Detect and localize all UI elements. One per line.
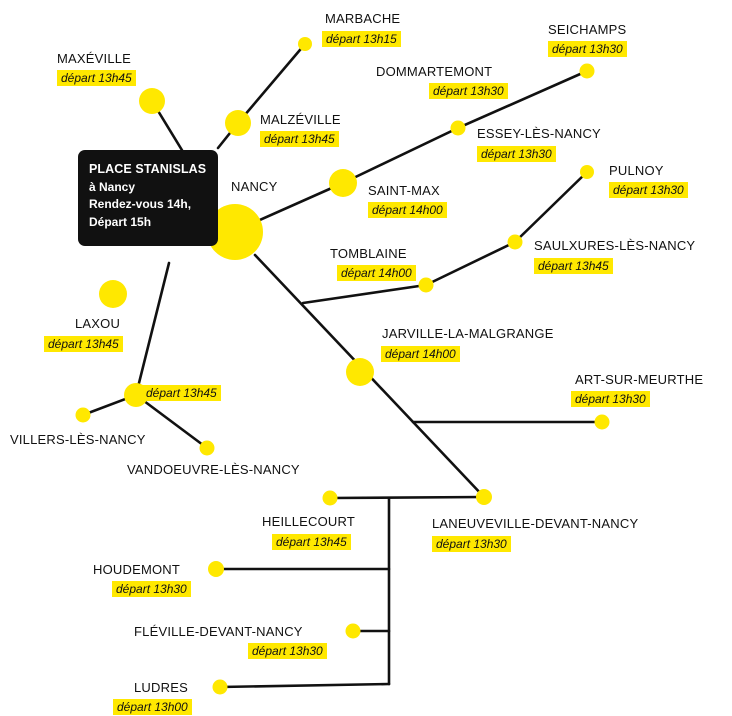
town-name-heillecourt: HEILLECOURT [262,514,355,529]
depart-badge-seichamps: départ 13h30 [548,41,627,57]
node-villers [75,407,91,423]
callout-meeting-time: Rendez-vous 14h, [89,197,192,211]
depart-badge-fleville: départ 13h30 [248,643,327,659]
depart-badge-laneuveville: départ 13h30 [432,536,511,552]
route-pulnoy [513,170,589,244]
depart-badge-art-sur-meurthe: départ 13h30 [571,391,650,407]
place-stanislas-callout: PLACE STANISLAS à Nancy Rendez-vous 14h,… [78,150,218,246]
node-laneuveville [476,489,492,505]
depart-badge-tomblaine: départ 14h00 [337,265,416,281]
town-name-saint-max: SAINT-MAX [368,183,440,198]
depart-badge-houdemont: départ 13h30 [112,581,191,597]
depart-badge-vandoeuvre-hub: départ 13h45 [142,385,221,401]
town-name-art-sur-meurthe: ART-SUR-MEURTHE [575,372,704,387]
town-name-houdemont: HOUDEMONT [93,562,181,577]
depart-badge-ludres: départ 13h00 [113,699,192,715]
node-fleville [345,623,361,639]
route-lines [81,42,604,689]
town-name-tomblaine: TOMBLAINE [330,246,407,261]
depart-badge-maxeville: départ 13h45 [57,70,136,86]
callout-city: à Nancy [89,179,136,194]
depart-badge-jarville: départ 14h00 [381,346,460,362]
route-vandoeuvre-branch [134,393,209,450]
node-art-sur-meurthe [594,414,610,430]
node-saulxures [507,234,523,250]
town-name-nancy: NANCY [231,179,278,194]
depart-badge-laxou: départ 13h45 [44,336,123,352]
town-name-marbache: MARBACHE [325,11,401,26]
town-nodes [75,37,610,695]
depart-badge-essey: départ 13h30 [477,146,556,162]
town-name-essey: ESSEY-LÈS-NANCY [477,126,601,141]
node-jarville [346,358,374,386]
depart-badge-saint-max: départ 14h00 [368,202,447,218]
depart-badge-heillecourt: départ 13h45 [272,534,351,550]
route-vandoeuvre [134,261,171,397]
depart-badge-pulnoy: départ 13h30 [609,182,688,198]
node-nancy [207,204,263,260]
route-marbache [236,42,307,125]
depart-badge-saulxures: départ 13h45 [534,258,613,274]
node-heillecourt [322,490,338,506]
town-name-villers: VILLERS-LÈS-NANCY [10,432,146,447]
node-essey [450,120,466,136]
route-tomblaine [301,283,428,305]
node-vandoeuvre [199,440,215,456]
route-saulxures [424,240,517,287]
town-name-vandoeuvre: VANDOEUVRE-LÈS-NANCY [127,462,300,477]
depart-badge-dommartemont: départ 13h30 [429,83,508,99]
town-name-seichamps: SEICHAMPS [548,22,627,37]
town-name-ludres: LUDRES [134,680,188,695]
route-heillecourt [328,495,486,500]
town-name-saulxures: SAULXURES-LÈS-NANCY [534,238,696,253]
town-name-pulnoy: PULNOY [609,163,664,178]
node-houdemont [208,561,224,577]
node-seichamps [579,63,595,79]
town-name-fleville: FLÉVILLE-DEVANT-NANCY [134,624,303,639]
route-seichamps [456,69,589,130]
town-name-jarville: JARVILLE-LA-MALGRANGE [382,326,554,341]
node-ludres [212,679,228,695]
callout-title: PLACE STANISLAS [89,162,207,176]
node-saint-max [329,169,357,197]
node-malzeville [225,110,251,136]
town-name-dommartemont: DOMMARTEMONT [376,64,493,79]
route-essey [341,126,460,185]
node-marbache [298,37,312,51]
town-name-laxou: LAXOU [75,316,121,331]
node-tomblaine [418,277,434,293]
depart-badge-malzeville: départ 13h45 [260,131,339,147]
node-laxou [99,280,127,308]
town-name-laneuveville: LANEUVEVILLE-DEVANT-NANCY [432,516,639,531]
town-name-malzeville: MALZÉVILLE [260,112,341,127]
node-pulnoy [580,165,594,179]
town-name-maxeville: MAXÉVILLE [57,51,132,66]
node-maxeville [139,88,165,114]
callout-departure-time: Départ 15h [89,214,152,229]
route-ludres [218,682,391,689]
depart-badge-marbache: départ 13h15 [322,31,401,47]
